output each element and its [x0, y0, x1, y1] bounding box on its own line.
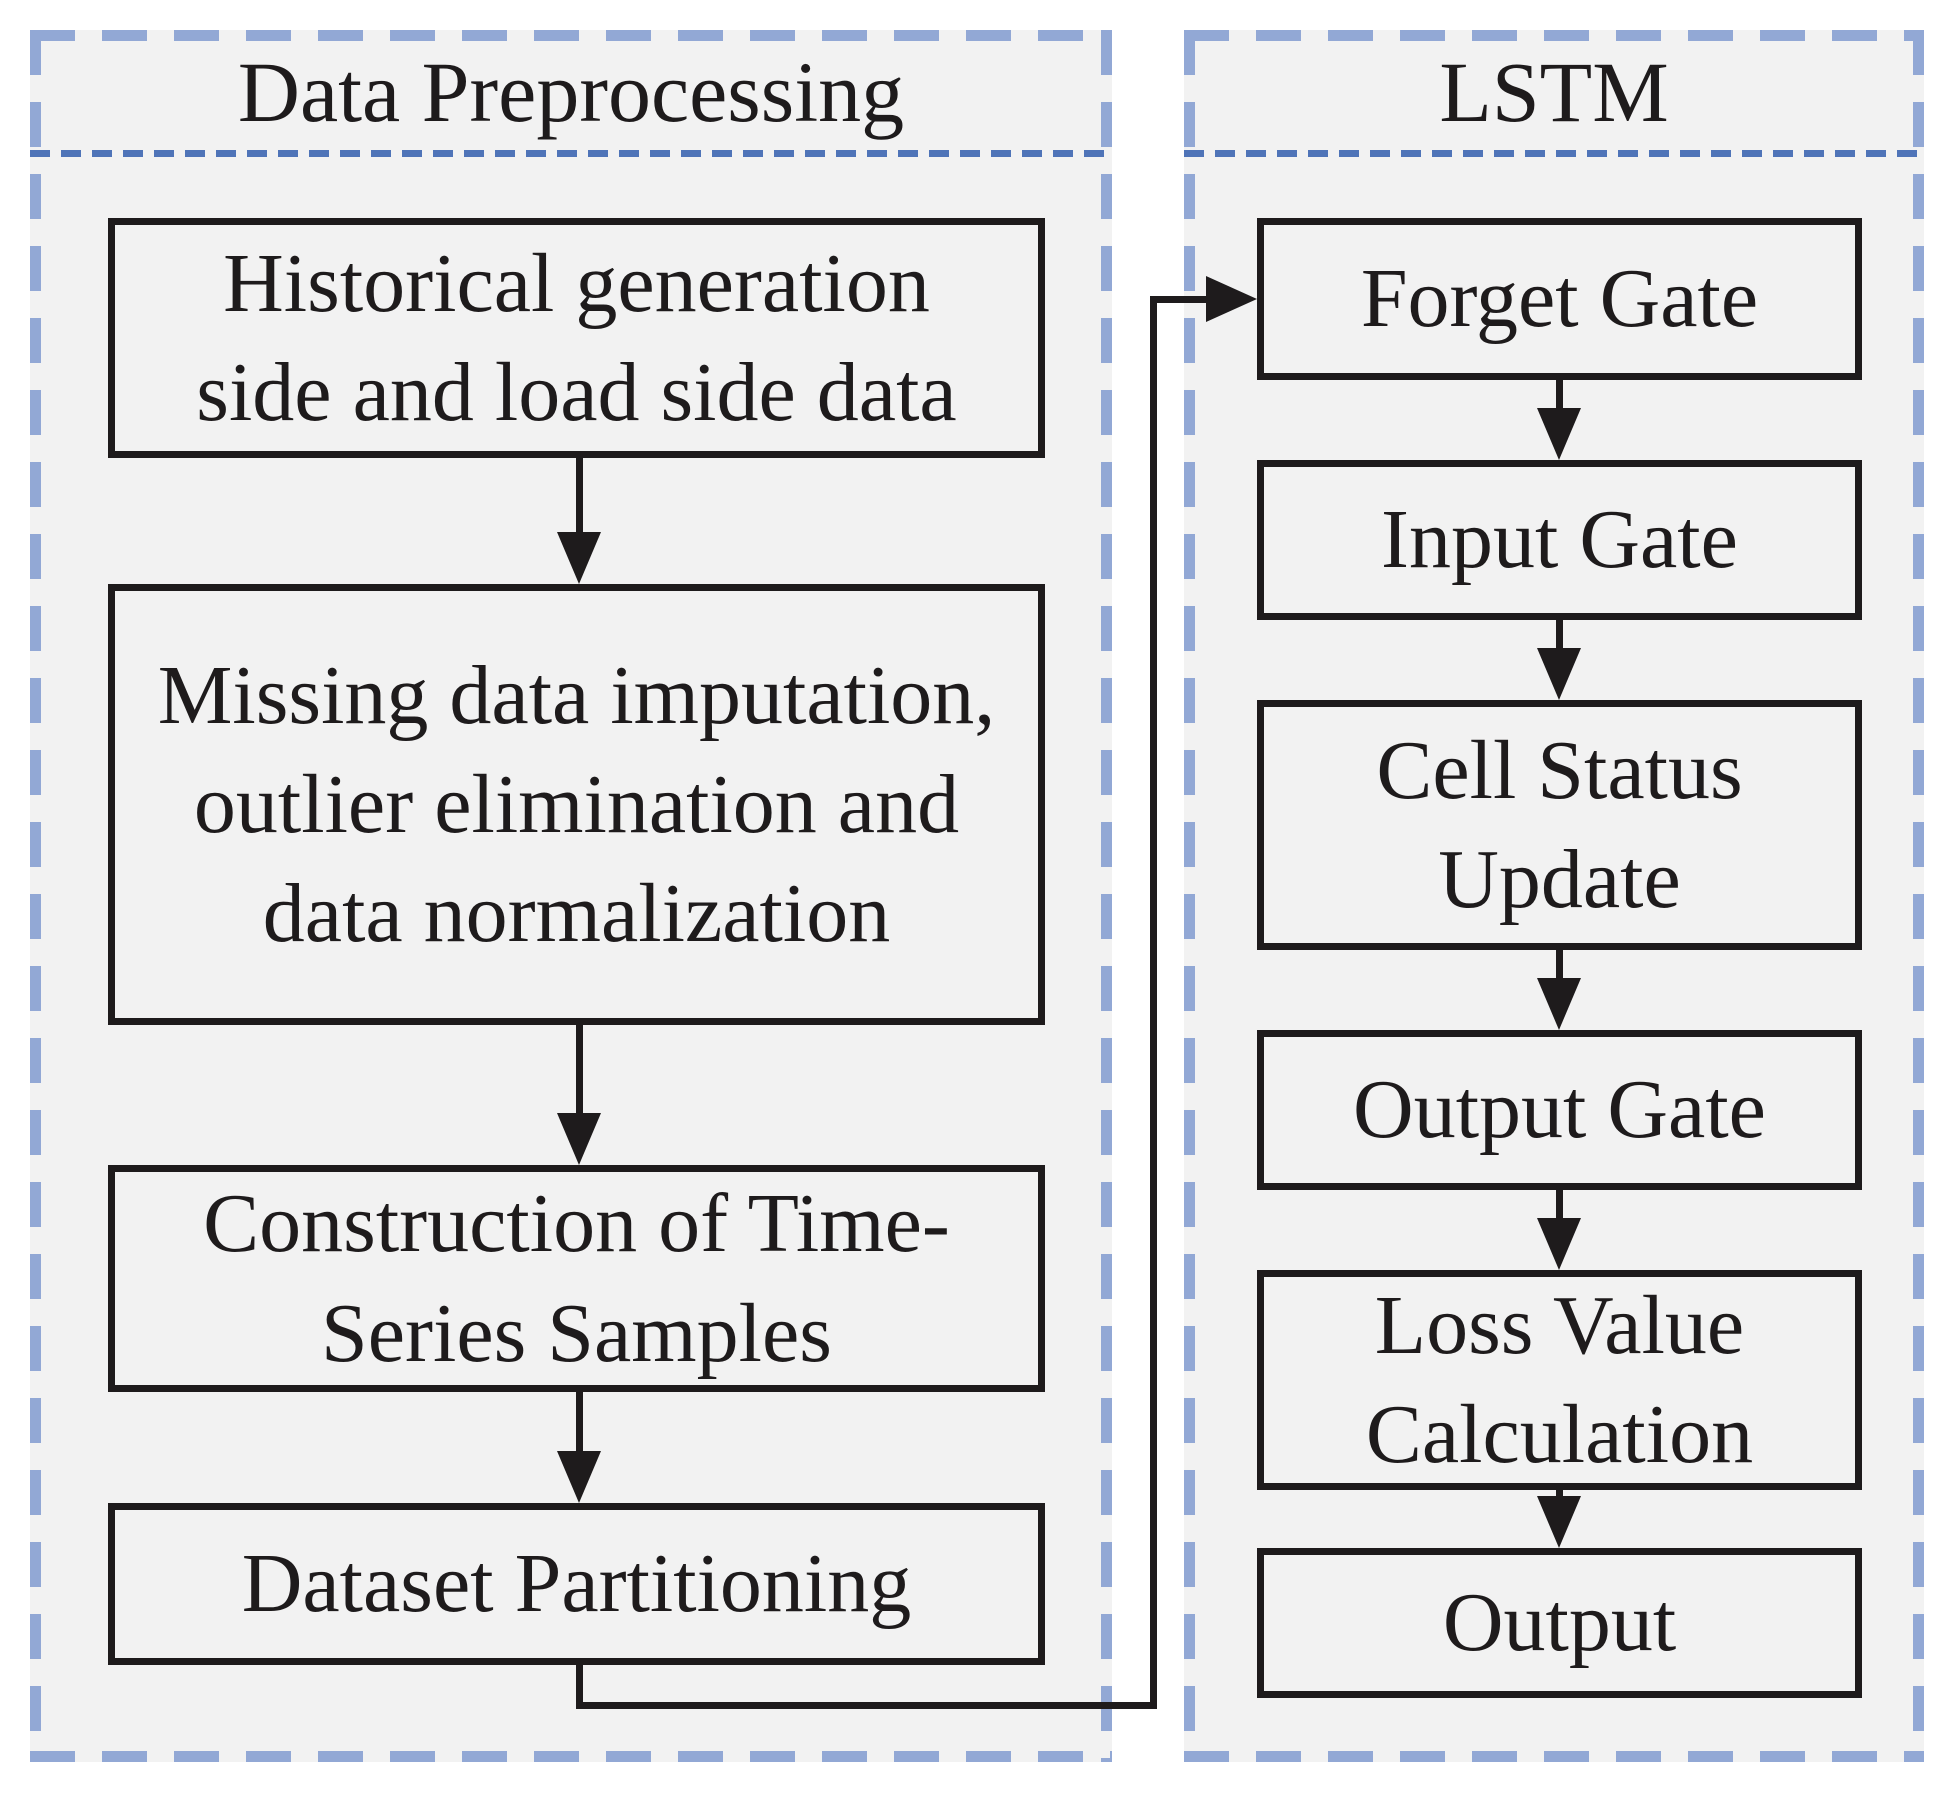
arrow-down-icon	[557, 532, 601, 584]
arrow-down-icon	[1537, 1496, 1581, 1548]
box-dataset-partitioning-label: Dataset Partitioning	[241, 1537, 912, 1631]
arrow-down-icon	[557, 1113, 601, 1165]
panel-title-divider	[1184, 150, 1924, 157]
panel-border-top	[1184, 30, 1924, 41]
arrow-shaft	[1556, 1190, 1563, 1220]
box-data-cleaning-label: Missing data imputation, outlier elimina…	[157, 648, 996, 961]
box-output: Output	[1257, 1548, 1862, 1698]
panel-border-right	[1913, 30, 1924, 1762]
connector-rise-up	[1150, 296, 1157, 1709]
box-dataset-partitioning: Dataset Partitioning	[108, 1503, 1045, 1665]
arrow-shaft	[1556, 380, 1563, 410]
panel-border-left	[30, 30, 41, 1762]
panel-border-left	[1184, 30, 1195, 1762]
arrow-right-icon	[1206, 276, 1257, 322]
box-input-gate-label: Input Gate	[1381, 493, 1738, 587]
box-cell-status-update-label: Cell Status Update	[1376, 723, 1743, 926]
arrow-shaft	[1556, 1490, 1563, 1500]
arrow-shaft	[576, 1392, 583, 1455]
box-loss-value-calculation: Loss Value Calculation	[1257, 1270, 1862, 1490]
panel-lstm: LSTM Forget Gate Input Gate Cell Status …	[1184, 30, 1924, 1762]
box-output-label: Output	[1442, 1576, 1677, 1670]
panel-data-preprocessing: Data Preprocessing Historical generation…	[30, 30, 1112, 1762]
panel-border-bottom	[30, 1751, 1112, 1762]
box-historical-data: Historical generation side and load side…	[108, 218, 1045, 458]
box-output-gate-label: Output Gate	[1353, 1063, 1766, 1157]
box-time-series-samples-label: Construction of Time- Series Samples	[203, 1177, 950, 1380]
box-input-gate: Input Gate	[1257, 460, 1862, 620]
box-output-gate: Output Gate	[1257, 1030, 1862, 1190]
arrow-shaft	[1556, 620, 1563, 650]
arrow-down-icon	[1537, 1218, 1581, 1270]
panel-border-top	[30, 30, 1112, 41]
box-historical-data-label: Historical generation side and load side…	[196, 236, 957, 439]
panel-title-data-preprocessing: Data Preprocessing	[237, 44, 905, 140]
panel-border-bottom	[1184, 1751, 1924, 1762]
box-cell-status-update: Cell Status Update	[1257, 700, 1862, 950]
box-data-cleaning: Missing data imputation, outlier elimina…	[108, 584, 1045, 1025]
connector-into-lstm	[1150, 296, 1210, 303]
arrow-down-icon	[557, 1451, 601, 1503]
arrow-down-icon	[1537, 408, 1581, 460]
arrow-shaft	[576, 458, 583, 536]
arrow-down-icon	[1537, 648, 1581, 700]
box-time-series-samples: Construction of Time- Series Samples	[108, 1165, 1045, 1392]
connector-run-right	[576, 1702, 1157, 1709]
arrow-shaft	[1556, 950, 1563, 980]
panel-title-lstm: LSTM	[1439, 44, 1669, 140]
box-forget-gate: Forget Gate	[1257, 218, 1862, 380]
box-forget-gate-label: Forget Gate	[1360, 252, 1759, 346]
box-loss-value-calculation-label: Loss Value Calculation	[1365, 1278, 1754, 1481]
panel-border-right	[1101, 30, 1112, 1762]
panel-title-divider	[30, 150, 1112, 157]
arrow-shaft	[576, 1025, 583, 1117]
connector-stub-down	[576, 1660, 583, 1709]
arrow-down-icon	[1537, 978, 1581, 1030]
